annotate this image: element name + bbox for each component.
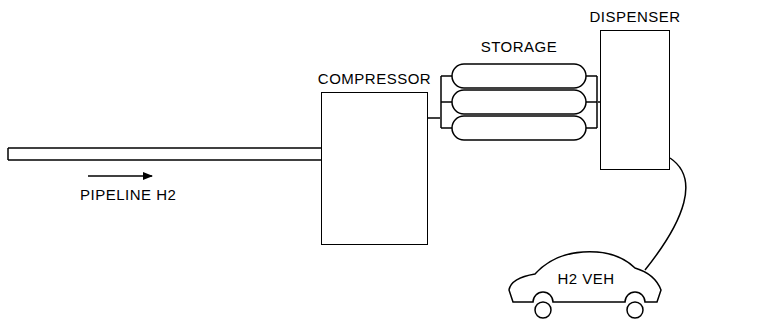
component-heading: COMPRESSOR [318, 70, 431, 87]
tank-pipe [441, 127, 452, 129]
car-wheel [627, 302, 643, 318]
car-wheel [535, 302, 551, 318]
tank-pipe [586, 101, 597, 103]
storage-cylinder [452, 64, 586, 88]
tank-pipe [441, 75, 452, 77]
dispenser-box-body [600, 30, 670, 170]
pipeline-label: PIPELINE H2 [80, 186, 176, 203]
connector-line [428, 117, 440, 119]
car-body [509, 252, 661, 302]
storage-tanks: STORAGE [440, 38, 598, 144]
tank-pipe [441, 101, 452, 103]
component-heading: STORAGE [481, 38, 558, 55]
storage-cylinders [440, 60, 598, 144]
vehicle-shape-body: H2 VEH [505, 250, 667, 322]
storage-tanks-body [440, 60, 598, 144]
tank-pipe [586, 75, 597, 77]
compressor-box: COMPRESSOR [321, 70, 428, 245]
storage-cylinder [452, 116, 586, 140]
connector-line [645, 158, 686, 270]
vehicle-shape: H2 VEH [505, 250, 667, 322]
dispenser-box: DISPENSER [600, 8, 670, 170]
storage-cylinder [452, 90, 586, 114]
compressor-box-body [321, 92, 428, 245]
pipeline [8, 148, 322, 160]
vehicle-label: H2 VEH [557, 270, 614, 287]
component-heading: DISPENSER [589, 8, 680, 25]
tank-pipe [586, 127, 597, 129]
flow-arrow [88, 175, 152, 177]
